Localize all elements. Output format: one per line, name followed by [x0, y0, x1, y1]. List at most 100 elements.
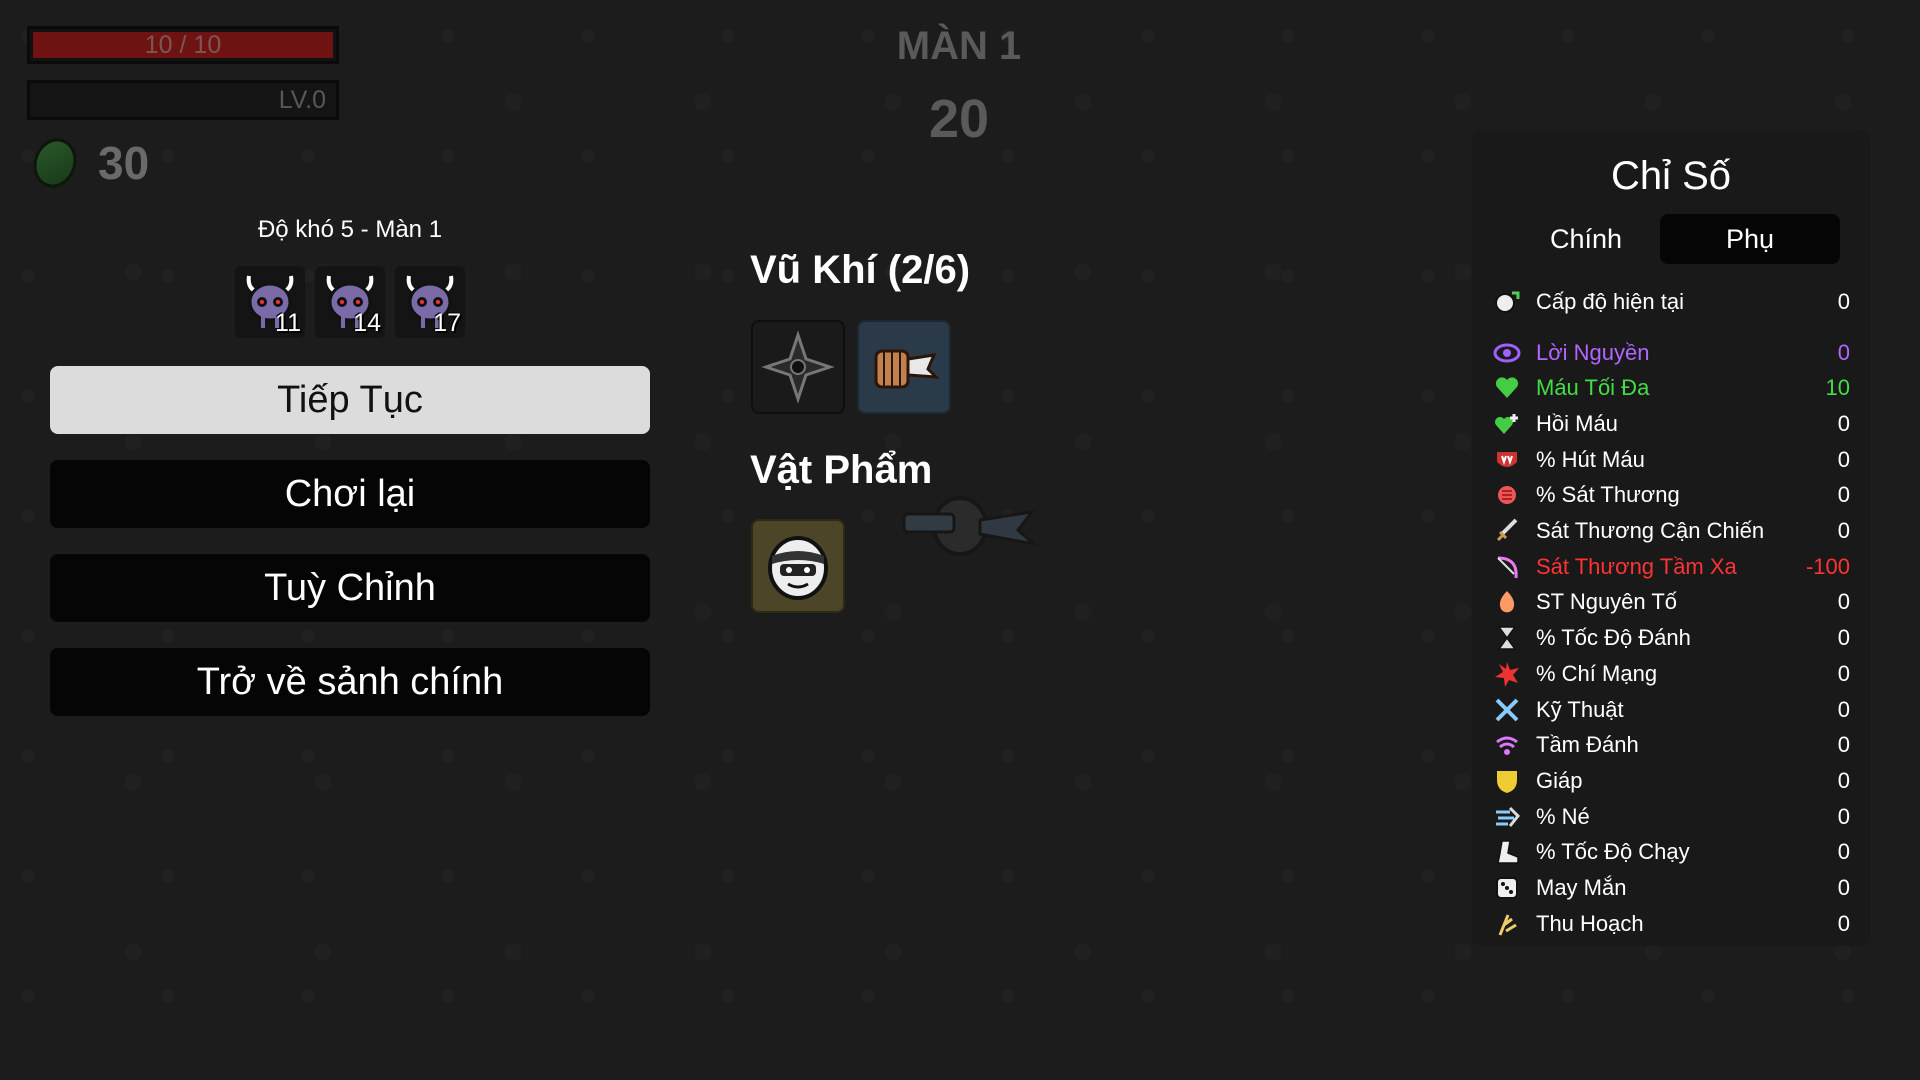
stat-label: Thu Hoạch [1536, 910, 1644, 936]
stat-value: -100 [1805, 553, 1850, 579]
stat-value: 0 [1837, 518, 1850, 543]
stat-label: Sát Thương Cận Chiến [1536, 518, 1765, 543]
danger-indicators: 11 14 17 [235, 266, 465, 338]
level-icon [1492, 287, 1522, 317]
stat-label: Cấp độ hiện tại [1536, 288, 1684, 314]
regen-icon [1492, 409, 1522, 439]
stat-row-range: Tầm Đánh 0 [1492, 728, 1850, 763]
stat-row-lifesteal: % Hút Máu 0 [1492, 442, 1850, 477]
luck-icon [1492, 873, 1522, 903]
stat-value: 0 [1837, 482, 1850, 508]
level-text: LV.0 [278, 85, 326, 114]
stat-row-armor: Giáp 0 [1492, 763, 1850, 798]
stat-label: May Mắn [1536, 875, 1627, 900]
skull-horns-icon [326, 275, 374, 328]
stats-title: Chỉ Số [1610, 154, 1732, 198]
danger-count: 17 [433, 309, 461, 337]
crit-icon [1492, 659, 1522, 689]
damage-icon [1492, 480, 1522, 510]
stat-label: % Sát Thương [1536, 482, 1680, 508]
ninja-mask-icon [768, 536, 828, 600]
restart-button[interactable]: Chơi lại [50, 460, 650, 528]
stat-value: 0 [1837, 589, 1850, 615]
stat-label: Giáp [1536, 767, 1583, 793]
lifesteal-icon [1492, 445, 1522, 475]
experience-bar: LV.0 [27, 80, 339, 120]
stat-value: 0 [1837, 660, 1850, 686]
dodge-icon [1492, 802, 1522, 832]
stat-value: 0 [1837, 625, 1850, 651]
stat-label: Máu Tối Đa [1536, 375, 1650, 401]
heart-icon [1492, 373, 1522, 403]
player-character-silhouette [902, 496, 1040, 556]
engineering-icon [1492, 695, 1522, 725]
stat-row-ranged: Sát Thương Tầm Xa -100 [1492, 549, 1850, 584]
melee-icon [1492, 516, 1522, 546]
stat-label: % Chí Mạng [1536, 660, 1658, 686]
stat-label: Hồi Máu [1536, 410, 1618, 436]
stat-row-melee: Sát Thương Cận Chiến 0 [1492, 514, 1850, 549]
weapon-slot-2[interactable] [857, 320, 951, 414]
stat-label: ST Nguyên Tố [1536, 589, 1678, 615]
stat-label: Kỹ Thuật [1536, 696, 1624, 722]
item-slot-1[interactable] [751, 519, 845, 613]
stat-row-heart: Máu Tối Đa 10 [1492, 371, 1850, 406]
curse-icon [1492, 338, 1522, 368]
stat-value: 0 [1837, 288, 1850, 314]
options-button[interactable]: Tuỳ Chỉnh [50, 554, 650, 622]
health-bar: 10 / 10 [27, 26, 339, 64]
difficulty-label: Độ khó 5 - Màn 1 [257, 216, 443, 243]
weapons-title: Vũ Khí (2/6) [750, 248, 971, 292]
materials-counter: 30 [26, 132, 150, 194]
armor-icon [1492, 766, 1522, 796]
materials-value: 30 [98, 137, 150, 189]
wave-title: MÀN 1 [896, 24, 1022, 68]
stat-label: % Tốc Độ Chạy [1536, 839, 1690, 865]
stat-row-regen: Hồi Máu 0 [1492, 406, 1850, 441]
range-icon [1492, 730, 1522, 760]
speed-icon [1492, 837, 1522, 867]
stat-value: 0 [1837, 339, 1850, 365]
stat-label: Tầm Đánh [1536, 732, 1639, 758]
stat-row-curse: Lời Nguyền 0 [1492, 335, 1850, 370]
material-icon [26, 132, 84, 194]
stat-label: % Hút Máu [1536, 446, 1645, 472]
harvest-icon [1492, 909, 1522, 939]
stat-value: 0 [1837, 839, 1850, 865]
stat-value: 0 [1837, 767, 1850, 793]
fist-icon [874, 349, 940, 389]
stat-value: 0 [1837, 446, 1850, 472]
skull-horns-icon [406, 275, 454, 328]
skull-horns-icon [246, 275, 294, 328]
main-menu-button[interactable]: Trở về sảnh chính [50, 648, 650, 716]
stat-value: 0 [1837, 803, 1850, 829]
elemental-icon [1492, 587, 1522, 617]
stat-label: % Né [1536, 803, 1590, 829]
stat-value: 0 [1837, 696, 1850, 722]
stat-row-harvest: Thu Hoạch 0 [1492, 906, 1850, 941]
stat-value: 0 [1837, 410, 1850, 436]
stat-value: 0 [1837, 732, 1850, 758]
stat-row-luck: May Mắn 0 [1492, 871, 1850, 906]
stat-row-elemental: ST Nguyên Tố 0 [1492, 585, 1850, 620]
stat-row-level: Cấp độ hiện tại 0 [1492, 284, 1850, 319]
tab-secondary-stats[interactable]: Phụ [1660, 214, 1840, 264]
items-title: Vật Phẩm [750, 448, 933, 492]
stat-value: 0 [1837, 910, 1850, 936]
danger-count: 14 [353, 309, 381, 337]
stats-panel: Chỉ Số Chính Phụ Cấp độ hiện tại 0 Lời N… [1472, 130, 1870, 946]
stat-value: 10 [1825, 375, 1850, 401]
health-bar-fill [33, 32, 333, 58]
ranged-icon [1492, 552, 1522, 582]
danger-slot: 14 [315, 266, 385, 338]
wave-timer: 20 [928, 89, 990, 149]
stat-row-damage: % Sát Thương 0 [1492, 478, 1850, 513]
stat-value: 0 [1837, 875, 1850, 900]
stat-row-engineering: Kỹ Thuật 0 [1492, 692, 1850, 727]
stat-label: Sát Thương Tầm Xa [1536, 553, 1737, 579]
weapon-slot-1[interactable] [751, 320, 845, 414]
stat-label: Lời Nguyền [1536, 339, 1650, 365]
tab-primary-stats[interactable]: Chính [1549, 223, 1623, 254]
continue-button[interactable]: Tiếp Tục [50, 366, 650, 434]
